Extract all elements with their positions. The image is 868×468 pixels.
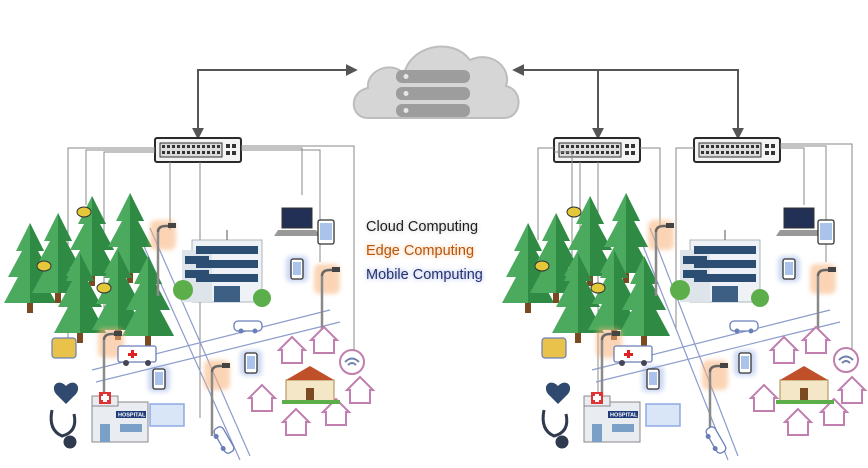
car-icon [233, 320, 263, 335]
hospital-sign: HOSPITAL [610, 413, 638, 419]
heart-icon [545, 382, 571, 404]
laptop-icon [776, 207, 822, 236]
home-icon [770, 336, 798, 364]
office-building-icon [679, 229, 761, 303]
smartphone-icon [290, 258, 304, 280]
doctor-monitor-icon [149, 403, 185, 427]
hospital-icon: HOSPITAL [91, 392, 149, 443]
home-icon [278, 336, 306, 364]
right-scene: HOSPITAL [502, 143, 866, 461]
wearable-device-icon [541, 337, 567, 359]
sensor-icon [36, 260, 52, 272]
smartphone-icon [738, 352, 752, 374]
home-icon [346, 376, 374, 404]
network-switch-icon [553, 137, 641, 163]
wearable-device-icon [51, 337, 77, 359]
sensor-icon [566, 206, 582, 218]
hospital-sign: HOSPITAL [118, 413, 146, 419]
uplink-arrows [192, 64, 744, 140]
home-icon [838, 376, 866, 404]
legend-mobile-computing: Mobile Computing [366, 267, 483, 283]
home-icon [282, 408, 310, 436]
bush-icon [173, 280, 193, 300]
smartphone-icon [152, 368, 166, 390]
network-switch-icon [693, 137, 781, 163]
bush-icon [670, 280, 690, 300]
network-switch-icon [154, 137, 242, 163]
stethoscope-icon [541, 409, 569, 449]
smartphone-icon [782, 258, 796, 280]
hospital-icon: HOSPITAL [583, 392, 641, 443]
legend-edge-computing: Edge Computing [366, 243, 475, 259]
wifi-icon [833, 347, 859, 373]
home-icon [310, 326, 338, 354]
bush-icon [253, 289, 271, 307]
home-icon [750, 384, 778, 412]
villa-icon [282, 366, 340, 404]
laptop-icon [274, 207, 320, 236]
wifi-icon [339, 349, 365, 375]
sensor-icon [590, 282, 606, 294]
legend-cloud-computing: Cloud Computing [366, 219, 479, 235]
legend: Cloud Computing Edge Computing Mobile Co… [366, 215, 483, 287]
sensor-icon [96, 282, 112, 294]
smartphone-icon [244, 352, 258, 374]
home-icon [802, 326, 830, 354]
ambulance-icon [613, 345, 653, 366]
stethoscope-icon [49, 409, 77, 449]
smartphone-icon [646, 368, 660, 390]
ambulance-icon [117, 345, 157, 366]
sensor-icon [76, 206, 92, 218]
tablet-icon [317, 219, 335, 245]
cloud-icon [352, 45, 520, 119]
tablet-icon [817, 219, 835, 245]
sensor-icon [534, 260, 550, 272]
heart-icon [53, 382, 79, 404]
car-icon [701, 424, 728, 457]
mobile-phones [148, 256, 308, 392]
home-icon [248, 384, 276, 412]
home-icon [784, 408, 812, 436]
car-icon [729, 320, 759, 335]
left-scene: HOSPITAL [4, 145, 374, 461]
office-building-icon [181, 229, 263, 303]
bush-icon [751, 289, 769, 307]
doctor-monitor-icon [645, 403, 681, 427]
villa-icon [776, 366, 834, 404]
